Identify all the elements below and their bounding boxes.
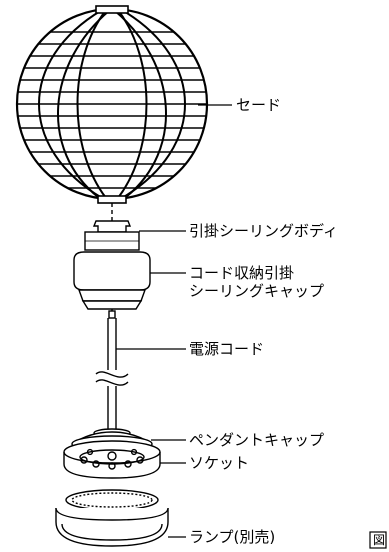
socket-part — [63, 440, 161, 479]
power-cord-part — [95, 318, 129, 430]
label-socket: ソケット — [189, 454, 250, 472]
label-lamp: ランプ(別売) — [189, 528, 276, 546]
ceiling-body-part — [84, 220, 140, 251]
label-pendant-cap: ペンダントキャップ — [189, 431, 325, 449]
corner-mark: 図 — [372, 533, 385, 547]
label-cord-cap-line1: コード収納引掛 — [189, 264, 295, 282]
cord-storage-cap-part — [73, 251, 151, 319]
label-cord-cap-line2: シーリングキャップ — [189, 282, 325, 300]
lamp-part — [55, 489, 169, 547]
leader-lines — [116, 104, 232, 538]
label-shade: セード — [236, 96, 282, 114]
label-power-cord: 電源コード — [189, 340, 265, 358]
lantern-shade — [15, 5, 209, 204]
label-ceiling-body: 引掛シーリングボディ — [189, 222, 338, 240]
corner-mark-box — [369, 531, 387, 549]
